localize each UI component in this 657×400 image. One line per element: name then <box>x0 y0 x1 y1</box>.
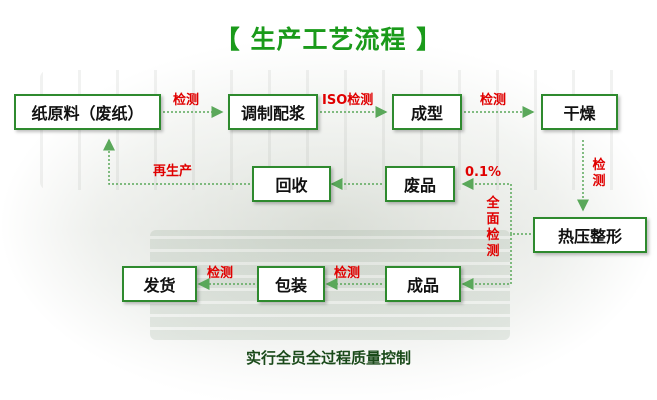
step-hot-press[interactable]: 热压整形 <box>533 217 647 253</box>
step-packing[interactable]: 包装 <box>257 266 325 302</box>
page-title: 【 生产工艺流程 】 <box>214 25 443 54</box>
step-mixing[interactable]: 调制配浆 <box>228 94 318 130</box>
label-full-inspect: 全面检测 <box>486 196 500 259</box>
step-forming[interactable]: 成型 <box>392 94 462 130</box>
step-shipping[interactable]: 发货 <box>122 266 197 302</box>
arrow-waste-split <box>461 178 512 234</box>
label-inspect-1: 检测 <box>173 93 200 108</box>
footer-slogan: 实行全员全过程质量控制 <box>245 349 411 367</box>
step-raw-material[interactable]: 纸原料（废纸） <box>14 94 161 130</box>
label-inspect-4: 检测 <box>334 266 361 281</box>
label-inspect-5: 检测 <box>207 266 234 281</box>
step-recycle[interactable]: 回收 <box>252 166 331 202</box>
label-inspect-3: 检测 <box>592 158 606 189</box>
step-waste[interactable]: 废品 <box>385 166 455 202</box>
arrow-hotpress-to-product <box>461 233 531 290</box>
step-drying[interactable]: 干燥 <box>541 94 618 130</box>
step-product[interactable]: 成品 <box>385 266 461 302</box>
label-rate: 0.1% <box>465 165 502 180</box>
label-inspect-2: 检测 <box>480 93 507 108</box>
arrow-recycle-to-raw <box>103 138 250 185</box>
label-iso-inspect: ISO检测 <box>322 93 374 108</box>
label-reproduce: 再生产 <box>153 164 193 179</box>
